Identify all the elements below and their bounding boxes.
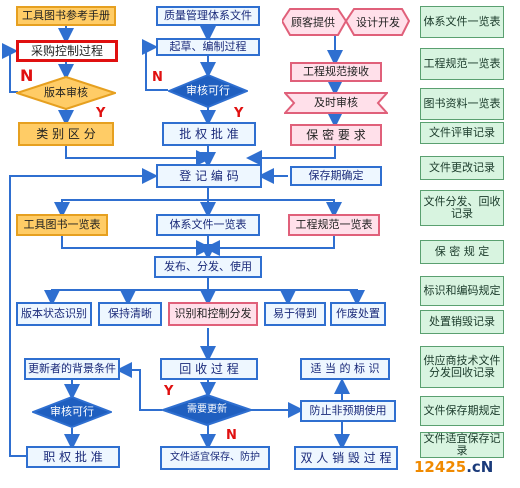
need-update-label: 需要更新 xyxy=(187,404,227,415)
customer-label: 顾客提供 xyxy=(291,16,335,29)
procurement-label: 采购控制过程 xyxy=(30,44,103,58)
list-system-box: 体系文件一览表 xyxy=(156,214,260,236)
distribute-box: 发布、分发、使用 xyxy=(154,256,262,278)
need-update-diamond xyxy=(162,394,252,426)
destroy-box: 双 人 销 毁 过 程 xyxy=(294,446,398,470)
bottom-yes: Y xyxy=(164,384,174,399)
confidential-box: 保 密 要 求 xyxy=(290,124,382,146)
review-label: 审核可行 xyxy=(186,84,230,97)
record-7: 标识和编码规定 xyxy=(420,276,504,306)
bottom-review-diamond xyxy=(32,396,112,428)
sub-easy-box: 易于得到 xyxy=(264,302,326,326)
col1-yes: Y xyxy=(96,106,106,121)
timely-review-label: 及时审核 xyxy=(314,96,358,109)
procurement-box: 采购控制过程 xyxy=(16,40,118,62)
col2-yes: Y xyxy=(234,106,244,121)
mark-box: 适 当 的 标 识 xyxy=(300,358,390,380)
bottom-no: N xyxy=(226,428,237,443)
record-4: 文件更改记录 xyxy=(420,156,504,180)
record-6: 保 密 规 定 xyxy=(420,240,504,264)
record-2: 图书资料一览表 xyxy=(420,88,504,120)
prevent-box: 防止非预期使用 xyxy=(300,400,396,422)
approve-box: 批 权 批 准 xyxy=(162,122,256,146)
list-spec-box: 工程规范一览表 xyxy=(288,214,380,236)
record-11: 文件适宜保存记录 xyxy=(420,432,504,458)
store-box: 文件适宜保存、防护 xyxy=(160,446,270,470)
register-box: 登 记 编 码 xyxy=(156,164,262,188)
retention-box: 保存期确定 xyxy=(290,166,382,186)
sub-identify-box: 识别和控制分发 xyxy=(168,302,258,326)
sub-clear-box: 保持清晰 xyxy=(98,302,162,326)
record-3: 文件评审记录 xyxy=(420,122,504,144)
col1-no: N xyxy=(20,66,34,85)
timely-review-chevron xyxy=(284,92,388,114)
watermark: 12425.cN xyxy=(414,458,493,476)
manual-label: 工具图书参考手册 xyxy=(22,9,110,22)
col2-no: N xyxy=(152,70,163,85)
record-10: 文件保存期规定 xyxy=(420,396,504,426)
sub-version-box: 版本状态识别 xyxy=(16,302,92,326)
background-box: 更新者的背景条件 xyxy=(24,358,120,380)
record-0: 体系文件一览表 xyxy=(420,6,504,38)
watermark-part1: 12425 xyxy=(414,458,467,476)
record-8: 处置销毁记录 xyxy=(420,310,504,334)
record-1: 工程规范一览表 xyxy=(420,48,504,80)
manual-box: 工具图书参考手册 xyxy=(16,6,116,26)
recall-box: 回 收 过 程 xyxy=(160,358,258,380)
spec-receive-box: 工程规范接收 xyxy=(290,62,382,82)
qms-file-box: 质量管理体系文件 xyxy=(156,6,260,26)
draft-box: 起草、编制过程 xyxy=(156,38,260,56)
version-review-label: 版本审核 xyxy=(44,86,88,99)
design-label: 设计开发 xyxy=(356,16,400,29)
watermark-part2: .cN xyxy=(466,458,494,476)
review-diamond xyxy=(168,74,248,108)
source-hexagons xyxy=(282,8,410,36)
classify-box: 类 别 区 分 xyxy=(18,122,114,146)
bottom-review-label: 审核可行 xyxy=(50,405,94,418)
record-5: 文件分发、回收记录 xyxy=(420,190,504,226)
record-9: 供应商技术文件分发回收记录 xyxy=(420,346,504,388)
list-tools-box: 工具图书一览表 xyxy=(16,214,108,236)
bottom-approve-box: 职 权 批 准 xyxy=(26,446,120,468)
sub-obsolete-box: 作废处置 xyxy=(330,302,386,326)
version-review-diamond xyxy=(16,76,116,110)
